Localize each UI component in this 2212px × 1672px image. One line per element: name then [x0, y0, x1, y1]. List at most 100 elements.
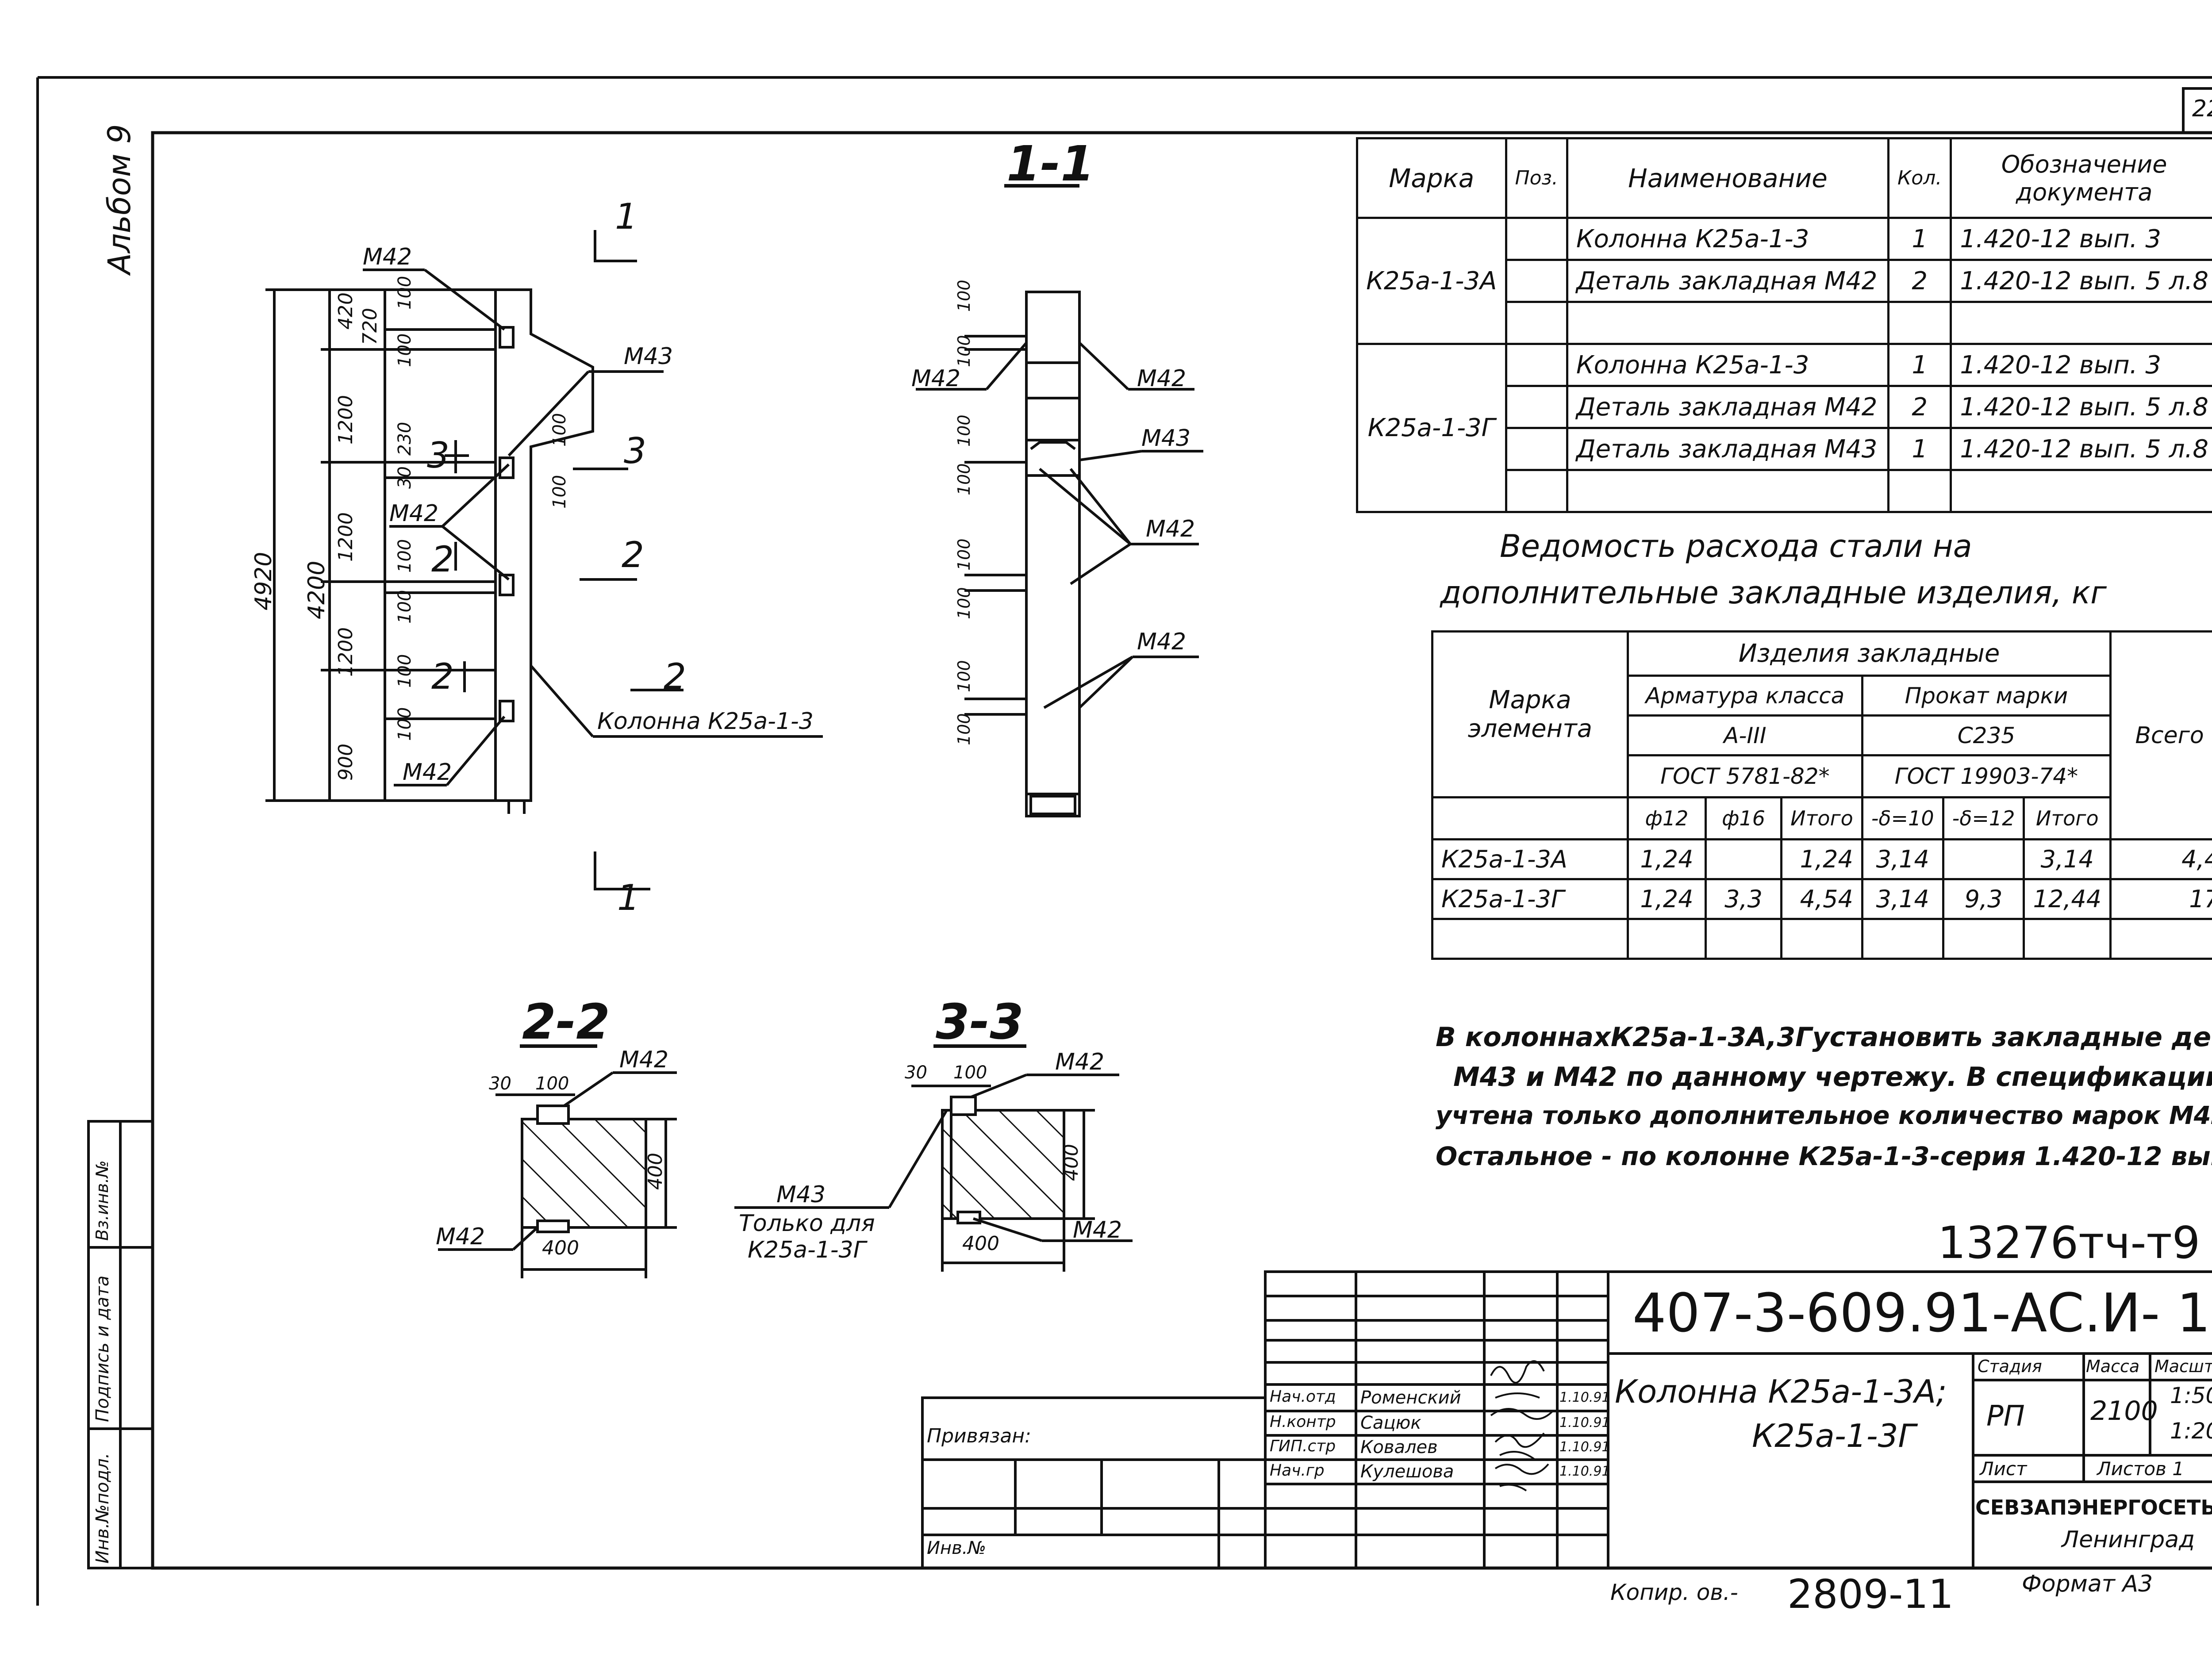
spec-doc: 1.420-12 вып. 3: [1950, 343, 2212, 387]
spec-row: Колонна К25а-1-3: [1566, 217, 1890, 261]
steel-col-total: Всего: [2109, 630, 2212, 840]
elev-column-label: Колонна К25а-1-3: [597, 708, 814, 735]
stage-value: РП: [1986, 1400, 2025, 1433]
steel-sub-header: ф12: [1626, 796, 1707, 840]
note-line-4: Остальное - по колонне К25а-1-3-серия 1.…: [1436, 1141, 2212, 1171]
spec-header-mark: Марка: [1356, 137, 1507, 219]
note-line-1: В колоннахК25а-1-3А,3Густановить закладн…: [1436, 1022, 2212, 1053]
dim-1200c: 1200: [334, 627, 357, 677]
signer-role: Нач.гр: [1270, 1461, 1325, 1480]
s33-m43-note-line1: Только для: [739, 1210, 875, 1237]
steel-cell: 1,24: [1780, 838, 1863, 880]
s11-m42-group2-label: М42: [1137, 629, 1187, 655]
dim-100-8: 100: [549, 475, 570, 509]
sheets-label: Листов 1: [2097, 1458, 2184, 1480]
spec-group2-mark: К25а-1-3Г: [1356, 343, 1507, 513]
dim-230: 230: [395, 422, 415, 456]
steel-col-rolled: Прокат марки: [1861, 675, 2112, 717]
dim-900: 900: [334, 744, 357, 781]
steel-cell: 4,54: [1780, 878, 1863, 920]
format-label: Формат А3: [2022, 1571, 2153, 1597]
dim-100-1: 100: [395, 276, 415, 310]
steel-sub-header: Итого: [1780, 796, 1863, 840]
inv-label: Инв.№: [927, 1538, 986, 1558]
section-2-2-title: 2-2: [522, 993, 610, 1050]
steel-col-rebar-class: А-III: [1626, 714, 1863, 756]
scale-value-1: 1:50: [2170, 1383, 2212, 1408]
dim-100-5: 100: [395, 654, 415, 688]
scale-label: Масштаб: [2154, 1357, 2212, 1376]
dim-total: 4920: [250, 552, 277, 610]
spec-doc: 1.420-12 вып. 5 л.8: [1950, 385, 2212, 429]
s11-dim-100-4: 100: [954, 463, 974, 495]
steel-consumption-table: Марка элемента Изделия закладные Всего А…: [1431, 630, 2212, 960]
s22-dim-400h: 400: [644, 1153, 667, 1190]
s33-dim-400w: 400: [962, 1232, 999, 1255]
margin-sign-date: Подпись и дата: [92, 1275, 113, 1422]
s11-dim-100-7: 100: [954, 660, 974, 692]
page-number: 22: [2192, 96, 2212, 122]
steel-col-rebar: Арматура класса: [1626, 675, 1863, 717]
cut-1-bottom-label: 1: [617, 877, 640, 918]
signer-role: ГИП.стр: [1270, 1437, 1336, 1455]
s11-dim-100-6: 100: [954, 587, 974, 619]
spec-header-qty: Кол.: [1887, 137, 1952, 219]
organization-name: СЕВЗАПЭНЕРГОСЕТЬПРОЕКТ: [1975, 1496, 2212, 1519]
s33-m42-top-label: М42: [1055, 1049, 1105, 1075]
steel-cell: 1,24: [1626, 838, 1707, 880]
signer-name: Ковалев: [1360, 1437, 1438, 1457]
s11-m42-right-label: М42: [1137, 365, 1187, 392]
section-2-2-view: [438, 1044, 677, 1278]
steel-col-mark: Марка элемента: [1431, 630, 1629, 798]
s22-m42-top-label: М42: [619, 1047, 669, 1073]
cut-3-left-label: 3: [427, 435, 449, 476]
steel-sub-header: -δ=12: [1942, 796, 2025, 840]
spec-qty: 1: [1887, 217, 1952, 261]
steel-row-mark: К25а-1-3Г: [1431, 878, 1629, 920]
steel-cell: 3,14: [2023, 838, 2112, 880]
margin-inv-original: Инв.№подл.: [92, 1453, 113, 1564]
signer-date: 1.10.91: [1559, 1464, 1610, 1479]
cut-1-top-label: 1: [615, 196, 637, 237]
steel-cell: 12,44: [2023, 878, 2112, 920]
s22-m42-bottom-label: М42: [436, 1223, 485, 1250]
dim-100-6: 100: [395, 707, 415, 741]
specification-table: Марка Поз. Наименование Кол. Обозначение…: [1356, 137, 2212, 513]
s11-dim-100-2: 100: [954, 335, 974, 367]
steel-cell: 1,24: [1626, 878, 1707, 920]
spec-doc: 1.420-12 вып. 3: [1950, 217, 2212, 261]
dim-100-2: 100: [395, 333, 415, 367]
section-1-1-title: 1-1: [1006, 135, 1094, 192]
stage-label: Стадия: [1978, 1357, 2042, 1376]
s33-m43-note-line2: К25а-1-3Г: [748, 1237, 866, 1263]
dim-420: 420: [334, 292, 357, 330]
elev-m43-label: М43: [624, 343, 673, 370]
scale-value-2: 1:20: [2170, 1418, 2212, 1444]
elev-m42-mid-label: М42: [389, 500, 439, 527]
section-3-3-title: 3-3: [936, 993, 1024, 1050]
steel-cell: 3,14: [1861, 838, 1944, 880]
elev-m42-top-label: М42: [363, 244, 412, 270]
spec-group1-mark: К25а-1-3А: [1356, 217, 1507, 345]
spec-qty: 2: [1887, 259, 1952, 303]
copy-number: 2809-11: [1787, 1571, 1954, 1618]
spec-doc: 1.420-12 вып. 5 л.8: [1950, 427, 2212, 471]
page-number-box: [2182, 87, 2212, 134]
elevation-view: [265, 230, 823, 890]
steel-sub-header: -δ=10: [1861, 796, 1944, 840]
title-block-grid: [921, 1270, 2212, 1569]
spec-row: Деталь закладная М42: [1566, 385, 1890, 429]
cut-2-label: 2: [622, 534, 644, 575]
cut-3-label: 3: [624, 430, 646, 472]
signatures: [1490, 1360, 1554, 1492]
dim-100-3: 100: [395, 539, 415, 573]
dim-30: 30: [395, 466, 415, 489]
spec-qty: 1: [1887, 343, 1952, 387]
cut-2-left-label: 2: [431, 539, 454, 580]
signer-name: Роменский: [1360, 1388, 1461, 1408]
spec-header-pos: Поз.: [1505, 137, 1568, 219]
spec-doc: 1.420-12 вып. 5 л.8: [1950, 259, 2212, 303]
elev-m42-bottom-label: М42: [403, 759, 452, 786]
dim-1200b: 1200: [334, 512, 357, 562]
title-line-2: К25а-1-3Г: [1752, 1417, 1916, 1454]
